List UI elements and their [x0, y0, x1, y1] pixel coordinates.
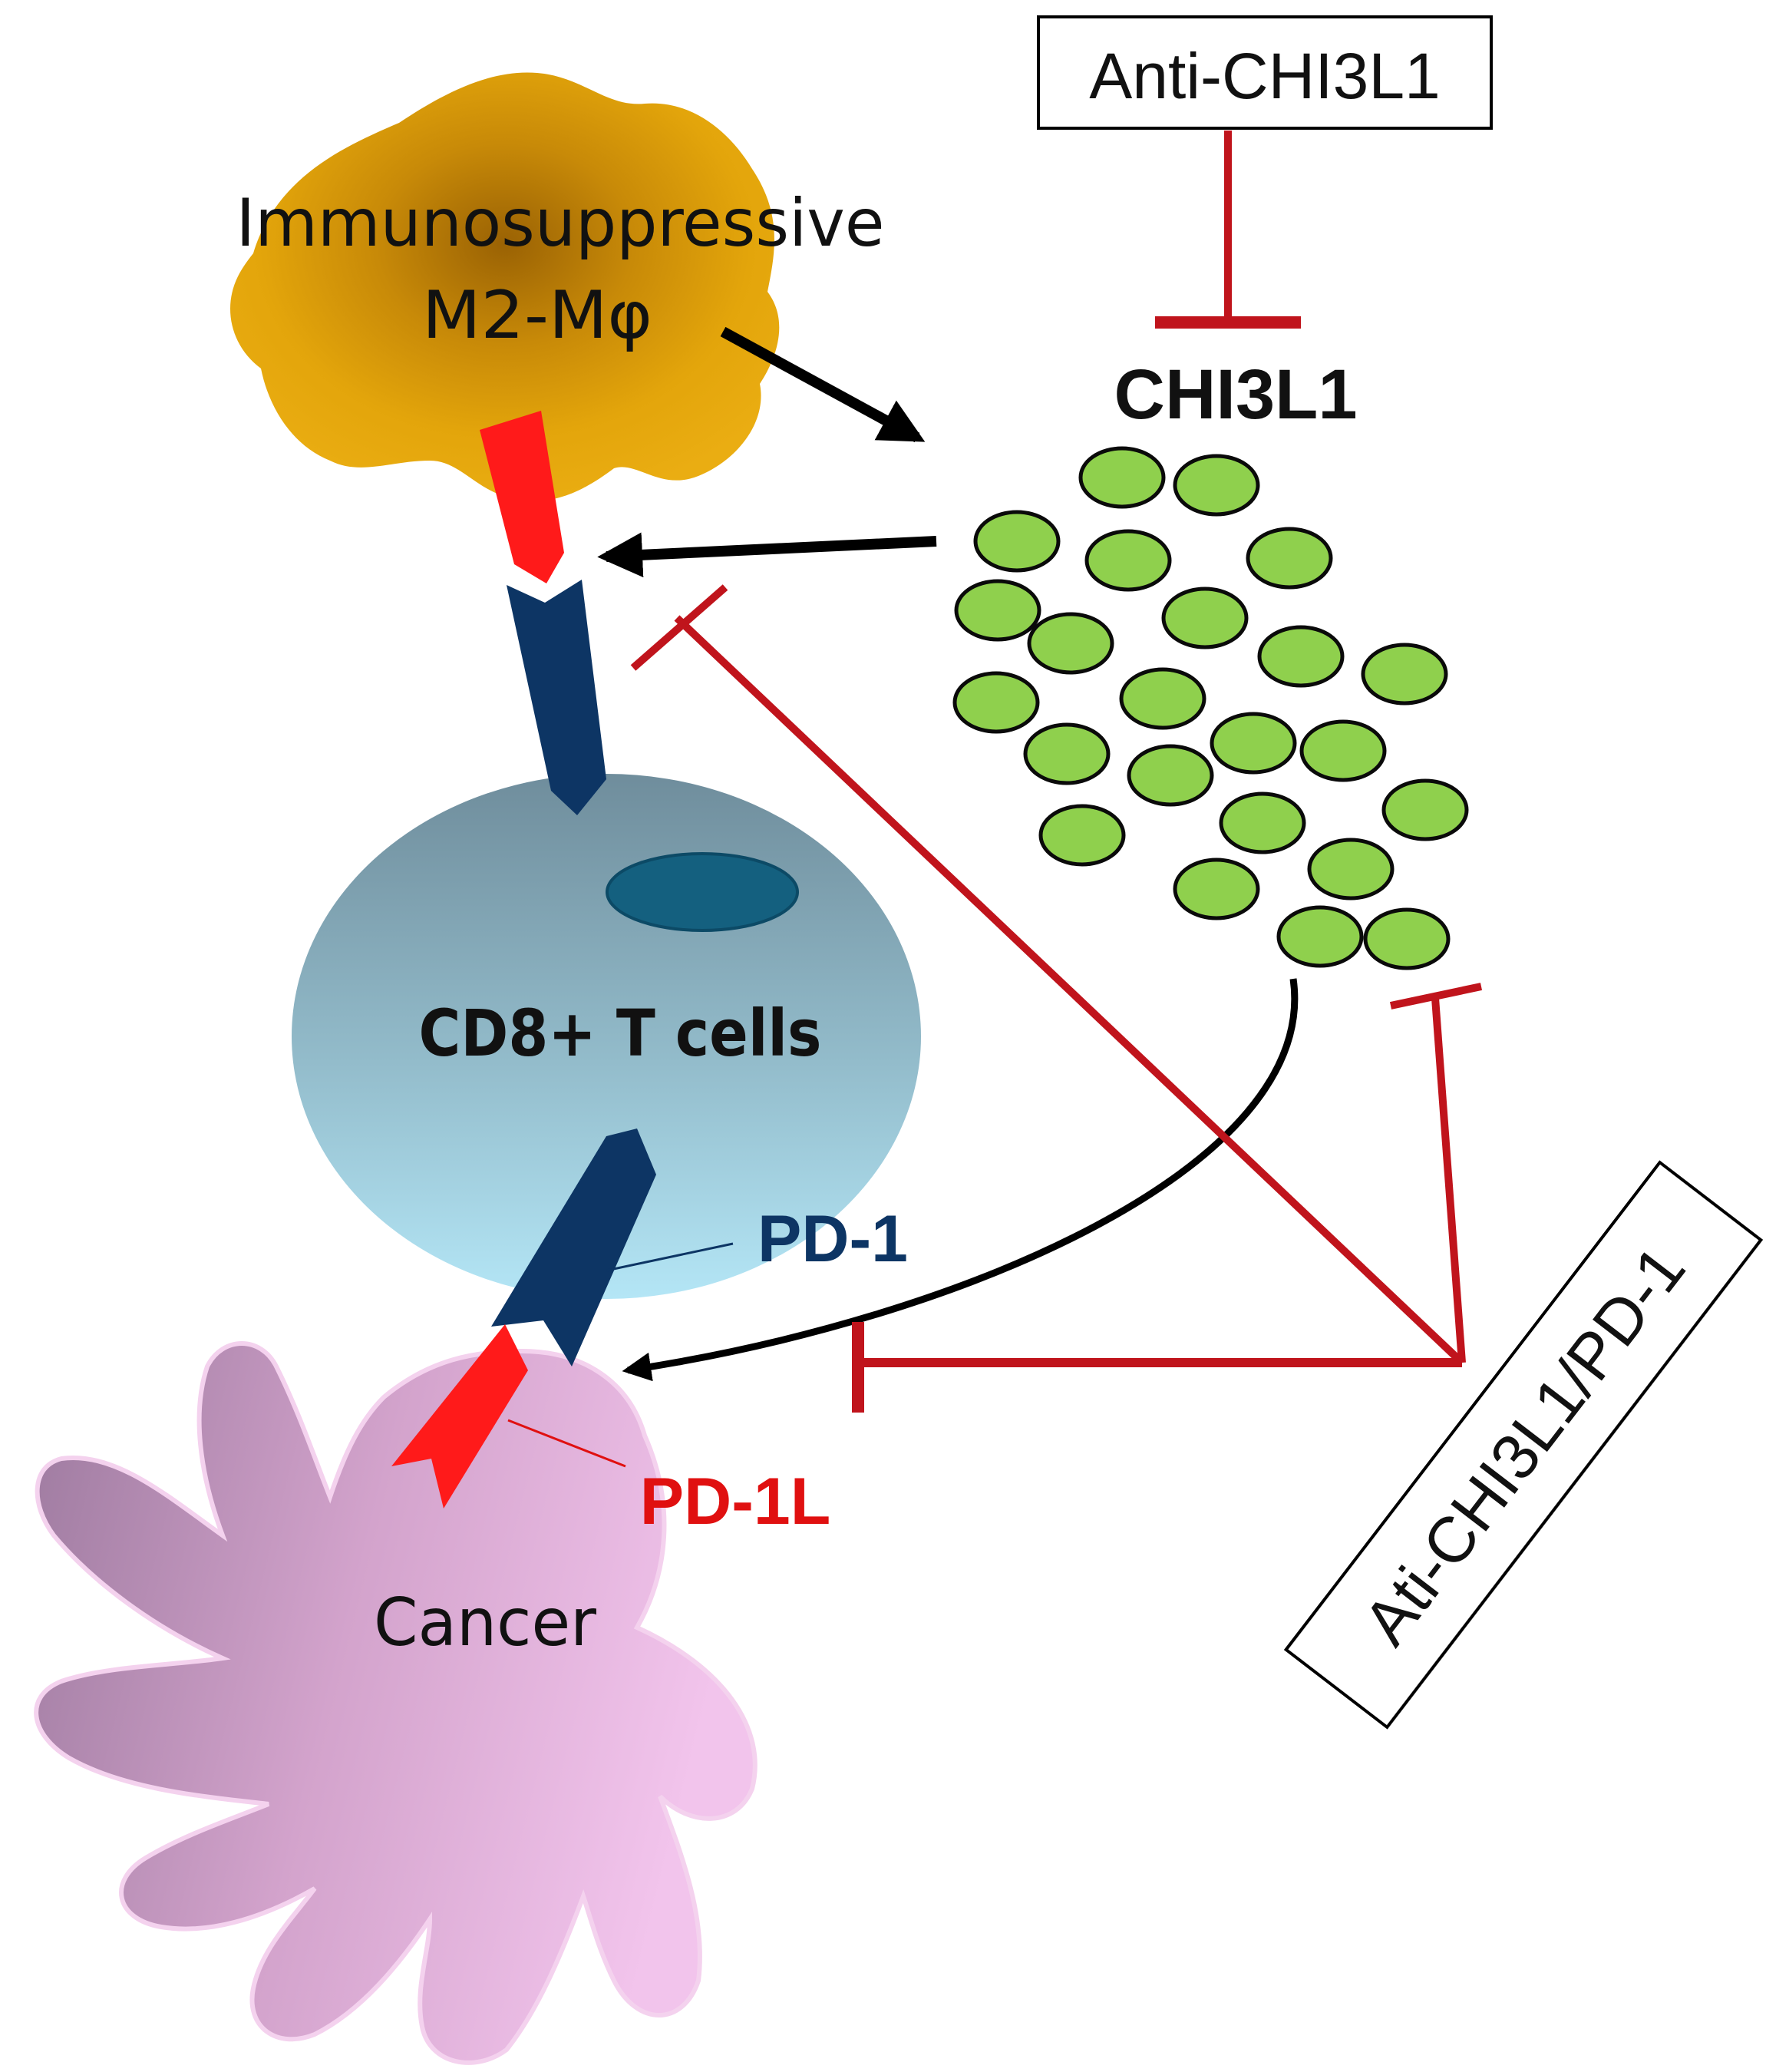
combo-therapy-label: Ati-CHI3L1/PD-1: [1349, 1233, 1698, 1657]
m2-macrophage: [230, 72, 780, 501]
inhibit-combo-to-receptor-bar: [630, 584, 728, 671]
macrophage-label-line1: Immunosuppressive: [236, 185, 885, 262]
chi3l1-particle: [1027, 612, 1114, 675]
chi3l1-particle: [1161, 587, 1249, 649]
anti-chi3l1-label: Anti-CHI3L1: [1089, 40, 1441, 112]
chi3l1-particle: [1084, 529, 1172, 592]
inhibit-combo-to-chi3l1-bar: [1389, 983, 1483, 1010]
chi3l1-label: CHI3L1: [1114, 355, 1358, 434]
arrow-chi3l1-to-cancer: [622, 978, 1299, 1382]
chi3l1-particle: [1307, 838, 1395, 901]
chi3l1-particle: [1246, 527, 1333, 590]
arrow-chi3l1-to-receptor: [597, 532, 937, 578]
cancer-cell: [34, 1341, 758, 2065]
combo-therapy-box: [1283, 1160, 1764, 1730]
chi3l1-particle: [1361, 643, 1448, 706]
chi3l1-particle: [1173, 858, 1260, 920]
macrophage-label-line2: M2-Mφ: [422, 277, 652, 354]
inhibit-combo-to-receptor-stem: [674, 615, 1465, 1366]
pd1-leader-line: [606, 1242, 734, 1272]
pd1l-leader-line: [507, 1419, 626, 1468]
combo-therapy-group: Ati-CHI3L1/PD-1: [1283, 1160, 1764, 1730]
chi3l1-particle: [1276, 905, 1364, 968]
pd1l-ligand: [391, 1324, 528, 1509]
chi3l1-particle: [1127, 744, 1214, 807]
chi3l1-particle: [954, 579, 1041, 642]
chi3l1-particle: [1023, 722, 1111, 785]
anti-chi3l1-box: [1037, 15, 1493, 130]
chi3l1-particle: [1173, 454, 1260, 517]
cd8-t-cells-label: CD8+ T cells: [419, 996, 822, 1071]
inhibition-lines: [630, 131, 1483, 1413]
pd1-receptor: [491, 1129, 656, 1366]
chi3l1-particle: [973, 510, 1061, 573]
arrow-macrophage-to-chi3l1: [720, 326, 926, 443]
chi3l1-particle: [1363, 907, 1451, 970]
pd1l-label: PD-1L: [640, 1465, 830, 1538]
chi3l1-particle: [952, 671, 1040, 734]
chi3l1-particle: [1257, 625, 1345, 688]
chi3l1-particle: [1299, 719, 1387, 782]
chi3l1-particle: [1038, 804, 1126, 867]
t-cell-nucleus: [606, 852, 799, 932]
macrophage-ligand: [480, 411, 564, 583]
tcell-receptor-upper: [507, 580, 606, 815]
cancer-label: Cancer: [374, 1585, 597, 1661]
chi3l1-particles: [952, 446, 1469, 970]
chi3l1-particle: [1119, 667, 1206, 730]
chi3l1-particle: [1210, 712, 1297, 775]
pd1-label: PD-1: [758, 1202, 908, 1276]
chi3l1-particle: [1078, 446, 1166, 509]
chi3l1-particle: [1381, 778, 1469, 841]
inhibit-combo-to-chi3l1-stem: [1431, 997, 1466, 1363]
chi3l1-particle: [1219, 791, 1306, 854]
